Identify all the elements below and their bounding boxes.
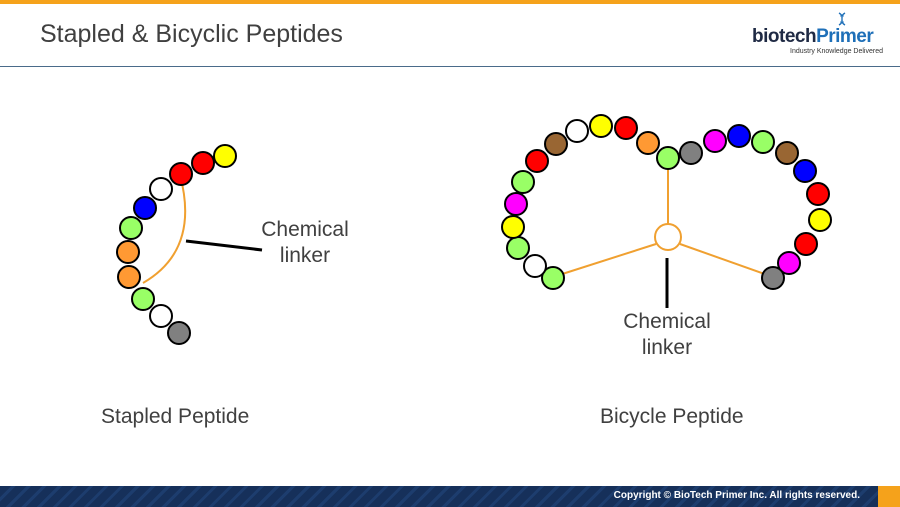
header-divider — [0, 66, 900, 67]
bicycle-residue-3 — [506, 236, 530, 260]
bicycle-residue-14 — [679, 141, 703, 165]
top-accent-bar — [0, 0, 900, 4]
bicycle-residue-5 — [504, 192, 528, 216]
bicycle-residue-7 — [525, 149, 549, 173]
stapled-residue-1 — [213, 144, 237, 168]
logo-wordmark: biotechPrimer — [752, 26, 874, 48]
stapled-residue-6 — [119, 216, 143, 240]
stapled-chemical-linker — [142, 174, 187, 284]
logo-name-accent: Primer — [816, 26, 874, 47]
bicycle-residue-17 — [751, 130, 775, 154]
stapled-residue-4 — [149, 177, 173, 201]
bicycle-residue-1 — [541, 266, 565, 290]
bicycle-residue-2 — [523, 254, 547, 278]
stapled-peptide — [116, 144, 263, 345]
stapled-linker-label-line2: linker — [279, 244, 331, 267]
stapled-residue-9 — [131, 287, 155, 311]
bicycle-residue-10 — [589, 114, 613, 138]
bicycle-peptide — [501, 114, 832, 308]
slide-title: Stapled & Bicyclic Peptides — [40, 20, 343, 48]
bicycle-linker-label: Chemical linker — [612, 309, 722, 361]
stapled-residues — [116, 144, 237, 345]
footer-bar: Copyright © BioTech Primer Inc. All righ… — [0, 486, 900, 507]
stapled-residue-2 — [191, 151, 215, 175]
footer-accent-block — [878, 486, 900, 507]
bicycle-residue-23 — [777, 251, 801, 275]
bicycle-residue-16 — [727, 124, 751, 148]
bicycle-linker-label-line1: Chemical — [623, 310, 711, 333]
bicycle-linker-arm-left — [555, 243, 657, 277]
bicycle-residue-6 — [511, 170, 535, 194]
stapled-peptide-caption: Stapled Peptide — [101, 405, 250, 428]
dna-helix-icon — [838, 12, 846, 26]
bicycle-residue-9 — [565, 119, 589, 143]
bicycle-residue-13 — [656, 146, 680, 170]
bicycle-residue-22 — [794, 232, 818, 256]
copyright-notice: Copyright © BioTech Primer Inc. All righ… — [613, 490, 860, 501]
bicycle-linker-label-line2: linker — [641, 336, 693, 359]
bicycle-residue-18 — [775, 141, 799, 165]
stapled-residue-11 — [167, 321, 191, 345]
stapled-residue-5 — [133, 196, 157, 220]
bicycle-linker-arm-right — [679, 243, 774, 278]
bicycle-residue-8 — [544, 132, 568, 156]
bicycle-residue-19 — [793, 159, 817, 183]
stapled-residue-7 — [116, 240, 140, 264]
bicycle-residues — [501, 114, 832, 290]
logo-name-main: biotech — [752, 26, 817, 47]
bicycle-residue-11 — [614, 116, 638, 140]
biotech-primer-logo: biotechPrimer Industry Knowledge Deliver… — [752, 12, 883, 60]
bicycle-linker-core — [654, 223, 682, 251]
stapled-linker-pointer — [185, 239, 263, 252]
bicycle-residue-15 — [703, 129, 727, 153]
stapled-linker-label-line1: Chemical — [261, 218, 349, 241]
bicycle-residue-12 — [636, 131, 660, 155]
stapled-residue-3 — [169, 162, 193, 186]
bicycle-residue-24 — [761, 266, 785, 290]
bicycle-residue-21 — [808, 208, 832, 232]
bicycle-residue-20 — [806, 182, 830, 206]
stapled-residue-8 — [117, 265, 141, 289]
bicycle-peptide-caption: Bicycle Peptide — [600, 405, 744, 428]
stapled-linker-label: Chemical linker — [250, 217, 360, 269]
stapled-residue-10 — [149, 304, 173, 328]
bicycle-residue-4 — [501, 215, 525, 239]
logo-tagline: Industry Knowledge Delivered — [790, 48, 883, 55]
